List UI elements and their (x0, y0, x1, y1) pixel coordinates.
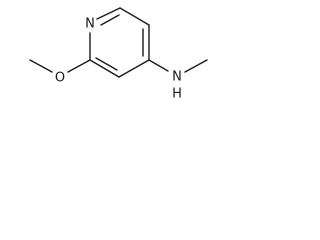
bond-n1-c6-inner (100, 14, 120, 26)
methoxy-oxygen-label: O (55, 71, 65, 86)
chemical-structure-diagram: N O N H (29, 7, 208, 102)
bond-c3-c2-inner (95, 57, 118, 71)
bond-n-ch3 (184, 59, 208, 73)
amine-nitrogen-label: N (172, 70, 182, 85)
bond-c4-n (148, 59, 169, 72)
ring-nitrogen-label: N (85, 17, 95, 32)
bond-c3-c2 (89, 59, 120, 78)
bond-o-ch3 (29, 59, 53, 73)
bond-n1-c6 (96, 7, 121, 20)
bond-c6-c5 (119, 7, 150, 26)
bond-c2-o (67, 59, 91, 73)
amine-hydrogen-label: H (172, 87, 182, 102)
bond-c4-c3 (118, 59, 150, 78)
